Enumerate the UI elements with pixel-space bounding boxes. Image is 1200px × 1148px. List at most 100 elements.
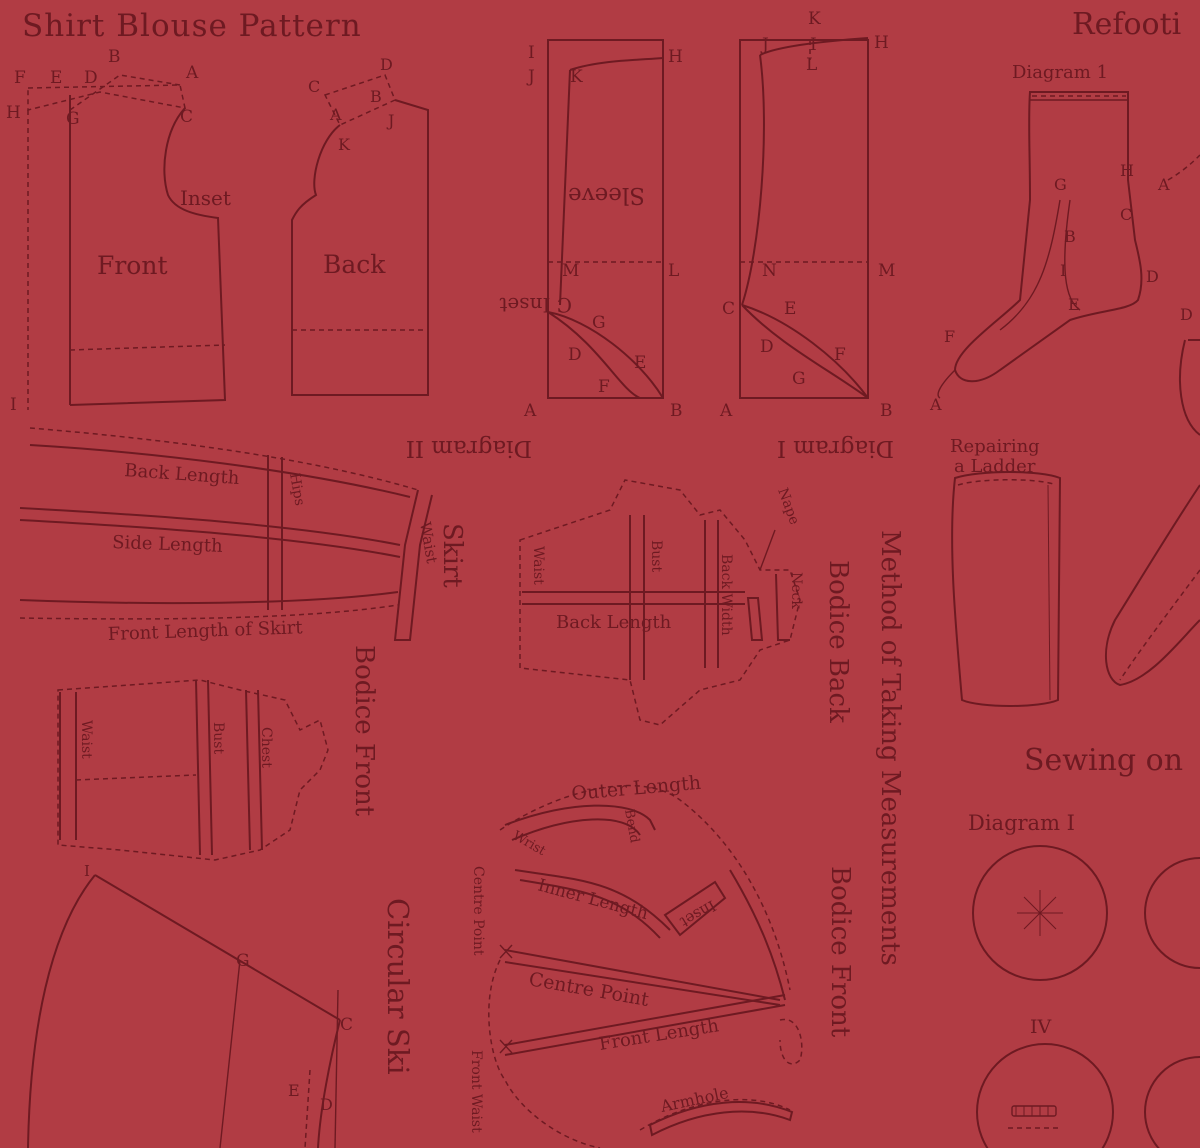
d2-letter-j: J (526, 67, 535, 87)
centre-point-left-label: Centre Point (470, 866, 486, 956)
button-circle-3 (976, 1043, 1114, 1148)
bodice-front-chest-label: Chest (258, 727, 274, 768)
sock-letter-i: I (1060, 261, 1066, 280)
front-hem-line (69, 344, 226, 351)
sewing-diagram-label: Diagram I (968, 811, 1075, 835)
bodice-back-diagram: Waist Bust Back Length Back Width Nape N… (519, 479, 853, 726)
button-stitch-star (1017, 890, 1063, 936)
d1-letter-m: M (878, 261, 895, 281)
d1-letter-k: K (808, 9, 821, 29)
bodice-back-bust-label: Bust (648, 540, 664, 572)
button-circle-2 (1144, 857, 1200, 969)
sock-letter-b: B (1064, 227, 1076, 246)
ladder-top-dash (957, 479, 1057, 486)
bodice-back-outline (519, 479, 801, 726)
circ-letter-e: E (288, 1081, 300, 1100)
sleeve-outer-line-1 (504, 804, 656, 831)
refooting-diagram-label: Diagram 1 (1012, 62, 1108, 83)
skirt-top-line (29, 427, 419, 491)
back-width-band (704, 520, 719, 668)
skirt-hips-band (267, 455, 283, 610)
diagram1-cap-line (759, 37, 869, 56)
sock-outline (953, 91, 1143, 383)
sleeve-inset-block (663, 880, 727, 937)
sock-letter-f: F (944, 327, 955, 346)
circular-right-line (334, 989, 339, 1148)
ladder-sock-right (1104, 484, 1200, 687)
letter-d2: D (380, 55, 393, 74)
d1-letter-h: H (874, 33, 889, 53)
diagram2-seam-line (559, 69, 571, 306)
letter-j2: J (386, 111, 394, 130)
bodice-back-length-label: Back Length (556, 612, 672, 633)
inset-label: Inset (180, 186, 231, 210)
front-length-label: Front Length of Skirt (107, 617, 303, 645)
sewing-section: Sewing on Diagram I IV (968, 743, 1200, 1148)
d2-letter-l: L (668, 261, 679, 281)
skirt-side-line-2 (19, 519, 401, 558)
refoot-letter-d2: D (1180, 305, 1193, 324)
refooting-section: Refooti Diagram 1 G H C B I D E F A A D (929, 7, 1200, 436)
d1-letter-d: D (760, 337, 774, 357)
d2-letter-i: I (528, 43, 535, 63)
back-label: Back (323, 250, 386, 279)
sock-heel-line (999, 199, 1061, 331)
skirt-back-length-line (29, 444, 411, 498)
diagram1-upside-labels: Diagram I (777, 435, 894, 461)
back-body-outline (291, 99, 429, 396)
circ-letter-g: G (236, 951, 250, 971)
hips-label: Hips (286, 472, 307, 507)
measurements-title: Method of Taking Measurements (875, 530, 905, 966)
bodice-front-waist-label: Waist (78, 720, 94, 759)
sleeve-outer-curve (499, 784, 791, 991)
bodice-back-width-label: Back Width (718, 554, 734, 636)
sleeve-outer-line-2 (511, 818, 641, 841)
sock-letter-g: G (1054, 175, 1067, 194)
letter-g: G (66, 109, 80, 129)
d2-letter-m: M (562, 261, 579, 281)
d2-letter-h: H (668, 47, 683, 67)
circ-letter-i: I (84, 862, 90, 880)
bodice-front-chest-band (245, 689, 263, 851)
sleeve-inset-label: Inset (677, 897, 719, 932)
circ-letter-c: C (340, 1015, 353, 1035)
d2-letter-k: K (570, 67, 583, 87)
sock-letter-h: H (1120, 161, 1134, 180)
d1-letter-l: L (806, 55, 817, 75)
d1-letter-a: A (719, 401, 733, 421)
skirt-front-line-2 (19, 604, 399, 620)
front-waist-label: Front Waist (468, 1050, 484, 1133)
refoot-letter-a2: A (1157, 175, 1170, 194)
refoot-dash-right (1167, 154, 1200, 181)
nape-label: Nape (774, 486, 802, 527)
d2-letter-b: B (670, 401, 683, 421)
d2-letter-e: E (634, 353, 646, 373)
measurements-heading: Method of Taking Measurements Bodice Fro… (825, 530, 905, 1038)
front-yoke-outline (27, 84, 186, 111)
diagram1-curve-a (741, 304, 869, 399)
back-bust-band (629, 515, 645, 680)
skirt-diagram: Back Length Side Length Front Length of … (19, 427, 467, 645)
centre-point-line (504, 949, 781, 1006)
skirt-front-line-1 (19, 591, 399, 605)
bodice-front-bust-label: Bust (210, 722, 226, 754)
d1-letter-j: J (760, 35, 769, 55)
diagram2-curve-a (547, 311, 664, 399)
d1-letter-i: I (810, 35, 817, 55)
diagram2-upside-labels: Sleeve C Inset Diagram II (406, 182, 645, 461)
skirt-title: Skirt (437, 523, 467, 588)
ladder-stocking (951, 471, 1062, 707)
bend-label: Bend (621, 808, 642, 844)
back-length-band (522, 591, 745, 605)
bodice-back-waist-label: Waist (530, 546, 546, 585)
front-label: Front (97, 251, 168, 280)
neck-label: Neck (788, 572, 804, 609)
front-length-label: Front Length (597, 1015, 720, 1055)
letter-b2: B (370, 87, 382, 106)
nape-tab (746, 597, 764, 641)
ladder-title-1: Repairing (950, 436, 1040, 457)
circular-inner-line (219, 959, 241, 1148)
sock-instep-line (1064, 199, 1081, 311)
